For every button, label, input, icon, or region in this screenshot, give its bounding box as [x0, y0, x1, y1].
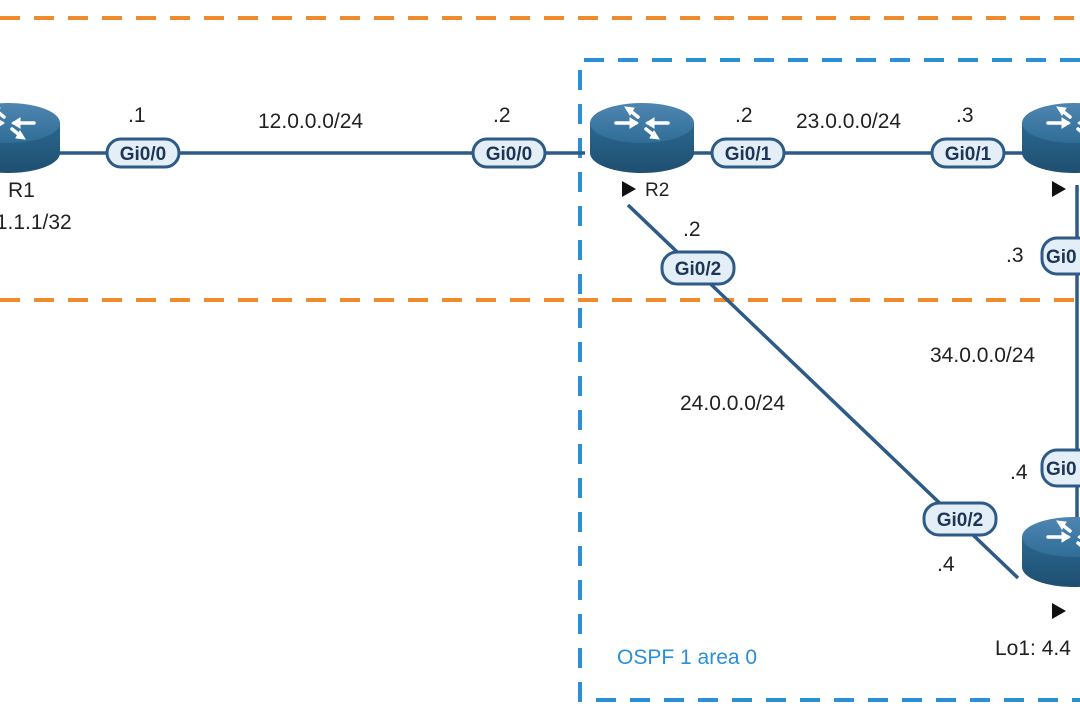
ospf-area-boundary: [578, 58, 1080, 702]
port-r2-gi02: Gi0/2: [660, 250, 736, 286]
router-r1-icon[interactable]: [0, 101, 62, 175]
host-r3-r4-a: .3: [1006, 244, 1024, 267]
port-label: Gi0/1: [725, 144, 772, 165]
host-r2-r3-a: .2: [735, 104, 753, 127]
router-r4-icon[interactable]: [1020, 515, 1080, 589]
port-r4-gi02: Gi0/2: [922, 501, 998, 537]
host-r2-r4-b: .4: [937, 553, 955, 576]
router-r2-icon[interactable]: [588, 101, 696, 175]
router-r4-loopback: Lo1: 4.4: [995, 637, 1071, 660]
subnet-r1-r2: 12.0.0.0/24: [258, 110, 363, 133]
host-r2-r3-b: .3: [956, 104, 974, 127]
router-r4-label-group: [1052, 603, 1066, 619]
host-r2-r4-a: .2: [683, 218, 701, 241]
port-label: Gi0/0: [120, 144, 166, 165]
router-r1-label: R1: [8, 179, 35, 202]
host-r3-r4-b: .4: [1010, 461, 1028, 484]
router-r1-loopback: .1.1.1/32: [0, 211, 72, 234]
bgp-area-boundary: [0, 16, 1080, 302]
port-r3-gi0-partial: Gi0: [1040, 236, 1080, 276]
ospf-area-label: OSPF 1 area 0: [617, 646, 757, 669]
port-label: Gi0/2: [937, 510, 983, 531]
port-label: Gi0/2: [675, 259, 721, 280]
port-label: Gi0: [1046, 459, 1077, 480]
host-r1-r2-a: .1: [128, 104, 146, 127]
port-r3-gi01: Gi0/1: [930, 137, 1006, 169]
port-r4-gi0-partial: Gi0: [1040, 448, 1080, 488]
play-arrow-icon: [1052, 181, 1066, 197]
router-r3-icon[interactable]: [1020, 101, 1080, 175]
subnet-r2-r3: 23.0.0.0/24: [796, 110, 901, 133]
port-label: Gi0: [1046, 247, 1077, 268]
router-r2-label-group: R2: [622, 180, 669, 201]
play-arrow-icon: [622, 181, 636, 197]
host-r1-r2-b: .2: [493, 104, 511, 127]
ospf-area-box: [578, 58, 1080, 702]
play-arrow-icon: [1052, 603, 1066, 619]
subnet-r3-r4: 34.0.0.0/24: [930, 344, 1035, 367]
router-r2-label: R2: [645, 180, 669, 201]
port-r2-gi01: Gi0/1: [710, 137, 786, 169]
port-r2-gi00: Gi0/0: [471, 137, 547, 169]
port-r1-gi00: Gi0/0: [105, 137, 181, 169]
subnet-r2-r4: 24.0.0.0/24: [680, 392, 785, 415]
port-label: Gi0/0: [486, 144, 532, 165]
router-r3-label-group: [1052, 181, 1066, 197]
port-label: Gi0/1: [945, 144, 992, 165]
